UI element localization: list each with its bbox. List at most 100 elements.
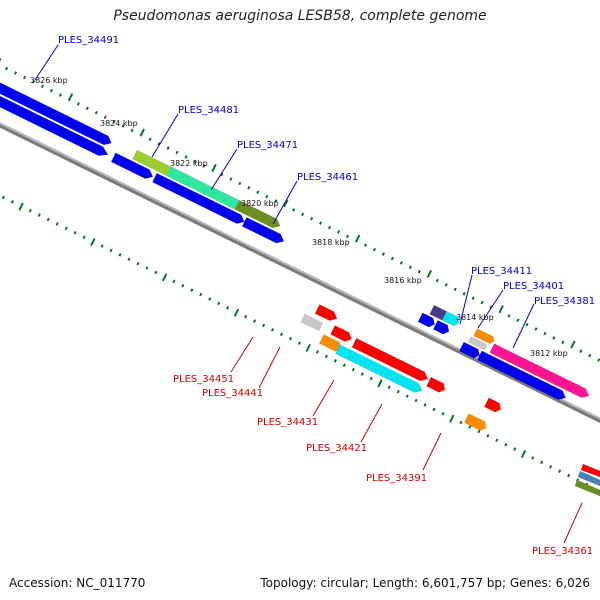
tick-label: 3822 kbp: [170, 159, 208, 168]
tick-mark: [480, 300, 484, 305]
tick-mark: [377, 379, 383, 388]
gene-arrow: [417, 312, 435, 328]
tick-mark: [121, 124, 125, 128]
tick-mark: [157, 141, 161, 146]
accession-label: Accession: NC_011770: [9, 576, 146, 590]
gene-arrow: [574, 479, 600, 497]
tick-mark: [265, 194, 269, 199]
gene-arrow: [314, 304, 338, 321]
tick-mark: [253, 319, 257, 323]
gene-arrow: [459, 341, 480, 359]
tick-mark: [22, 75, 27, 80]
tick-mark: [444, 283, 448, 287]
tick-mark: [543, 331, 547, 336]
tick-mark: [13, 71, 18, 75]
tick-label: 3820 kbp: [241, 199, 279, 208]
tick-mark: [58, 93, 62, 97]
gene-arrow: [0, 88, 109, 156]
label-leader-line: [477, 289, 504, 329]
tick-mark: [342, 363, 346, 367]
tick-mark: [305, 343, 311, 353]
tick-mark: [297, 341, 302, 345]
gene-label: PLES_34361: [532, 546, 593, 557]
tick-mark: [55, 222, 59, 226]
gene-label: PLES_34471: [237, 140, 298, 151]
gene-arrow: [426, 376, 446, 393]
tick-mark: [579, 349, 583, 353]
tick-mark: [211, 163, 217, 172]
map-title: Pseudomonas aeruginosa LESB58, complete …: [113, 8, 487, 24]
gene-label: PLES_34451: [173, 374, 234, 385]
tick-mark: [1, 195, 5, 200]
tick-mark: [139, 128, 145, 137]
tick-mark: [202, 163, 206, 168]
gene-arrow: [477, 350, 567, 400]
tick-mark: [516, 318, 520, 323]
tick-mark: [315, 350, 319, 354]
gene-arrow: [473, 328, 495, 344]
tick-mark: [270, 328, 275, 332]
tick-mark: [226, 306, 230, 310]
tick-mark: [256, 190, 260, 195]
label-leader-line: [34, 44, 59, 81]
label-leader-line: [272, 180, 298, 225]
tick-mark: [399, 261, 403, 265]
tick-mark: [462, 291, 466, 296]
tick-mark: [184, 155, 188, 159]
tick-label: 3826 kbp: [30, 76, 68, 85]
gene-arrow: [351, 337, 429, 382]
label-leader-line: [459, 274, 473, 325]
tick-mark: [244, 314, 248, 319]
label-leader-line: [422, 432, 442, 471]
tick-mark: [354, 234, 361, 243]
tick-mark: [154, 270, 158, 275]
tick-mark: [31, 80, 36, 84]
tick-mark: [76, 102, 80, 106]
tick-mark: [504, 442, 508, 447]
tick-mark: [441, 411, 445, 416]
tick-label: 3814 kbp: [456, 313, 494, 322]
reverse-strand-genes: [300, 304, 502, 431]
gene-label: PLES_34381: [534, 296, 595, 307]
tick-mark: [73, 230, 77, 235]
tick-mark: [94, 110, 98, 115]
tick-mark: [405, 394, 409, 398]
tick-mark: [181, 283, 185, 288]
gene-arrow: [489, 343, 590, 398]
tick-mark: [498, 305, 504, 314]
gene-arrow: [441, 310, 460, 327]
gene-label: PLES_34411: [471, 266, 532, 277]
tick-mark: [67, 93, 74, 102]
tick-mark: [432, 407, 436, 412]
tick-mark: [414, 398, 418, 403]
gene-label: PLES_34481: [178, 105, 239, 116]
tick-mark: [360, 372, 364, 376]
tick-mark: [193, 159, 197, 164]
tick-mark: [40, 84, 45, 89]
tick-mark: [130, 128, 134, 133]
gene-arrow: [110, 152, 154, 179]
tick-mark: [112, 119, 116, 124]
tick-mark: [103, 115, 107, 119]
label-leader-line: [151, 113, 179, 158]
tick-mark: [28, 208, 32, 213]
gene-arrow: [241, 217, 285, 244]
tick-mark: [283, 199, 289, 208]
label-leader-line: [512, 303, 535, 349]
tick-mark: [172, 279, 176, 284]
tick-mark: [336, 230, 341, 234]
gene-arrow: [484, 397, 502, 413]
tick-mark: [5, 66, 9, 71]
gene-label: PLES_34441: [202, 388, 263, 399]
tick-mark: [567, 473, 571, 478]
gene-arrow: [330, 325, 352, 342]
tick-mark: [220, 172, 224, 177]
tick-mark: [324, 354, 328, 359]
gene-arrow: [463, 413, 487, 431]
tick-mark: [0, 57, 2, 66]
tick-mark: [561, 340, 565, 345]
tick-mark: [279, 332, 284, 337]
gene-label: PLES_34421: [306, 443, 367, 454]
tick-mark: [10, 200, 14, 204]
